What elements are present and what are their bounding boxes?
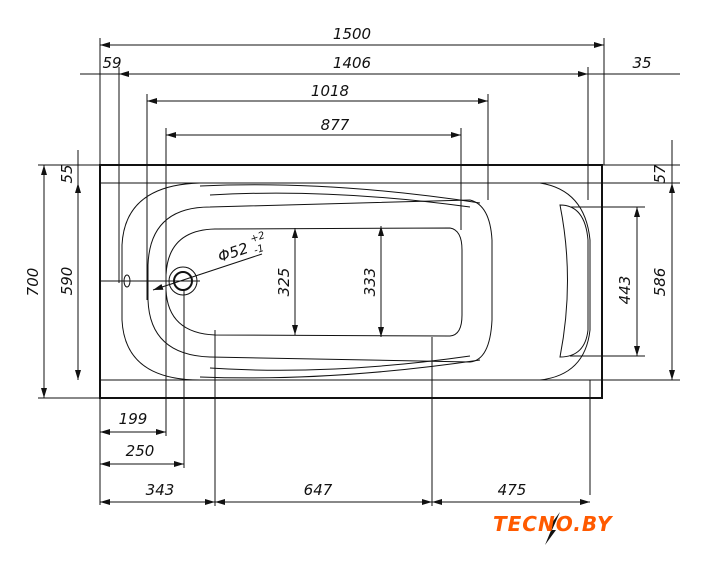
dim-586: 586 [651,268,669,297]
dim-443: 443 [616,276,634,305]
dim-drain-diameter: Φ52 [216,239,251,266]
dim-700: 700 [24,268,42,297]
dim-343: 343 [146,481,175,499]
dim-1018: 1018 [311,82,349,100]
dim-59: 59 [102,54,121,72]
dim-250: 250 [126,442,155,460]
drain-tol-minus: -1 [253,243,266,257]
dim-877: 877 [321,116,350,134]
dim-325: 325 [275,268,293,297]
dim-590: 590 [58,267,76,296]
dim-647: 647 [304,481,333,499]
dimension-lines [41,42,680,505]
dimension-labels: 1500 1406 59 35 1018 877 700 590 55 57 5… [24,25,669,499]
dim-57: 57 [651,164,669,184]
extension-lines [38,38,680,506]
dim-475: 475 [498,481,527,499]
brand-logo: TECNO.BY [493,512,613,536]
dim-35: 35 [632,54,651,72]
dim-1500: 1500 [333,25,371,43]
dim-333: 333 [361,268,379,297]
dim-199: 199 [119,410,148,428]
tub-outline [99,164,603,399]
dim-1406: 1406 [333,54,371,72]
drain-tol-plus: +2 [249,230,266,245]
dim-55: 55 [58,164,76,183]
logo-bolt-icon [545,512,560,545]
